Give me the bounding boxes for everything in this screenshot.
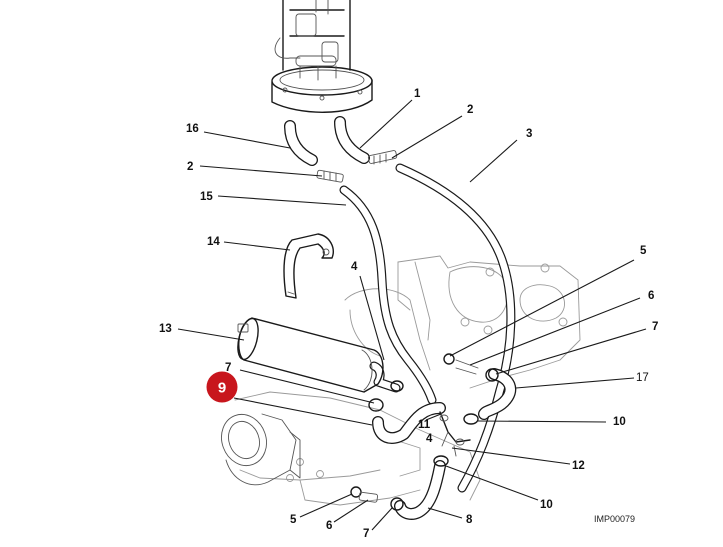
callout-7: 7	[225, 362, 231, 374]
highlight-badge[interactable]	[206, 371, 238, 403]
intake-manifold-part	[221, 413, 301, 486]
callout-2: 2	[187, 161, 193, 173]
callout-6: 6	[648, 290, 654, 302]
fuel-pump-flange-assembly	[271, 0, 373, 113]
callout-4: 4	[426, 433, 433, 445]
filter-bracket	[283, 233, 334, 299]
callout-10: 10	[613, 416, 626, 428]
engine-block-outline	[234, 255, 581, 506]
callout-6: 6	[326, 520, 332, 532]
callout-14: 14	[207, 236, 220, 248]
callout-13: 13	[159, 323, 172, 335]
callout-8: 8	[466, 514, 473, 526]
callout-15: 15	[200, 191, 213, 203]
callout-10: 10	[540, 499, 553, 511]
reference-code: IMP00079	[594, 514, 635, 524]
hose-clamps-and-washers	[350, 353, 499, 511]
highlight-badge-label: 9	[218, 380, 226, 397]
highlighted-callout-9[interactable]: 9	[206, 371, 238, 403]
callout-12: 12	[572, 460, 585, 472]
callout-1: 1	[414, 88, 421, 100]
callout-16: 16	[186, 123, 199, 135]
callout-2: 2	[467, 104, 473, 116]
hoses	[284, 116, 517, 520]
callout-3: 3	[526, 128, 532, 140]
callout-17: 17	[636, 372, 649, 384]
hose-fittings	[316, 150, 398, 183]
callout-labels: 1 2 2 3 16 15 14 13 4 4 5 5 6 6 7 7 7 17…	[159, 88, 658, 540]
callout-leader-lines	[177, 99, 647, 531]
fuel-filter	[237, 317, 384, 393]
callout-7: 7	[652, 321, 658, 333]
callout-7: 7	[363, 528, 369, 540]
callout-11: 11	[418, 419, 431, 431]
callout-5: 5	[640, 245, 647, 257]
callout-4: 4	[351, 261, 358, 273]
callout-5: 5	[290, 514, 297, 526]
